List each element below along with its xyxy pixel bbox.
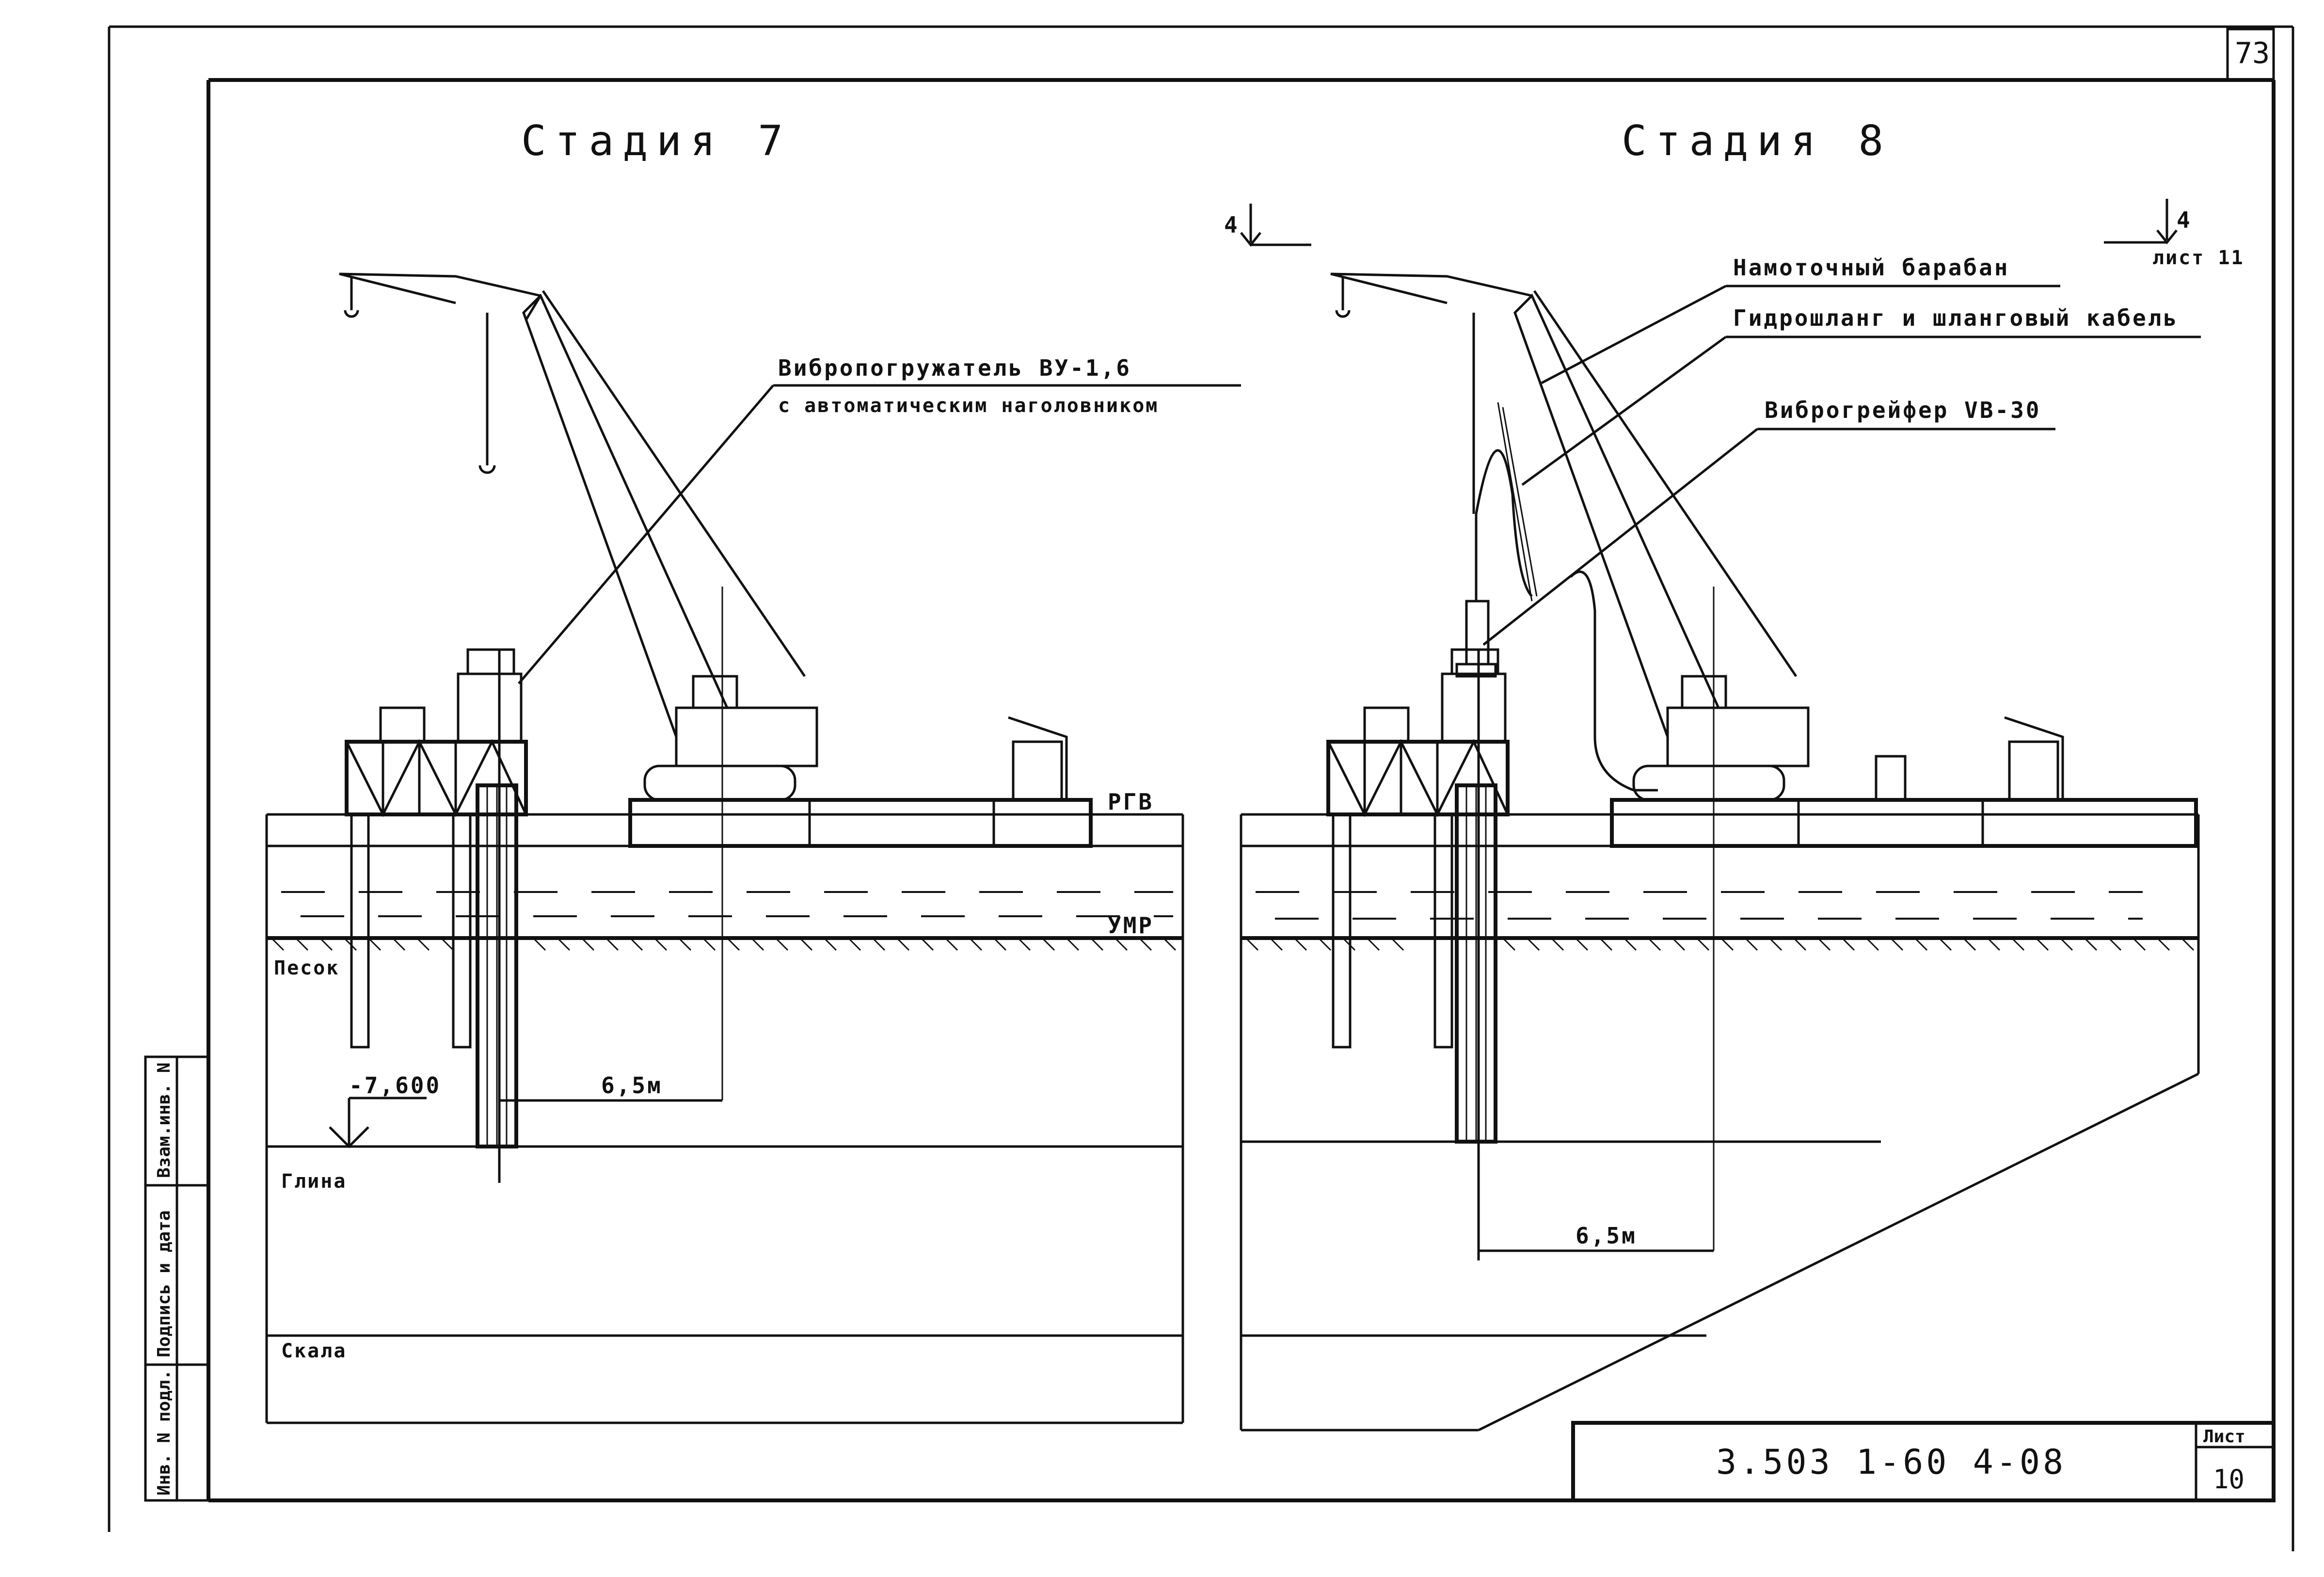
stage-7-radius-dimension: 6,5м: [499, 1072, 722, 1102]
stage-8-grab-callout: Виброгрейфер VB-30: [1482, 397, 2055, 646]
stage-8-radius: 6,5м: [1576, 1223, 1637, 1249]
stamp-podpis-data: Подпись и дата: [154, 1211, 174, 1357]
stage-7-vibrator-label-2: с автоматическим наголовником: [778, 395, 1159, 417]
stage-8-hose-callout: Гидрошланг и шланговый кабель: [1521, 305, 2201, 486]
sheet-frame: [108, 25, 2294, 1551]
section-mark-right-label: 4: [2177, 207, 2192, 233]
stage-8-platform: [1326, 648, 1510, 1260]
stamp-inv-podl: Инв. N подл.: [154, 1370, 174, 1496]
side-stamp: Инв. N подл. Подпись и дата Взам.инв. N: [144, 1055, 210, 1502]
sheet-number: 10: [2213, 1464, 2244, 1495]
page-number-box: 73: [2226, 28, 2275, 81]
stage-8-section-mark-right: 4 лист 11: [2104, 199, 2244, 269]
document-code: 3.503 1-60 4-08: [1716, 1442, 2066, 1482]
stage-8-heading: Стадия 8: [1622, 117, 1892, 165]
stage-7-rgv: РГВ: [1108, 789, 1154, 815]
stage-8-radius-dimension: 6,5м: [1479, 1223, 1714, 1252]
stage-7-crane: [339, 272, 1093, 1100]
stage-7-umr: УМР: [1108, 912, 1154, 939]
page-number: 73: [2235, 36, 2270, 70]
sheet-label: Лист: [2203, 1427, 2245, 1447]
stage-8-grab-label: Виброгрейфер VB-30: [1765, 397, 2041, 423]
stage-7-elevation-mark: -7,600: [329, 1072, 441, 1148]
stamp-vzam-inv: Взам.инв. N: [154, 1063, 174, 1178]
stage-7-clay: Глина: [281, 1170, 347, 1193]
stage-7-heading: Стадия 7: [521, 117, 792, 165]
stage-7: Стадия 7 РГВ УМР Песок Глина Скала -7,6: [265, 117, 1241, 1424]
stage-8: Стадия 8 4 4 лист 11: [1224, 117, 2244, 1432]
stage-7-vibrator-label-1: Вибропогружатель ВУ-1,6: [778, 355, 1131, 381]
stage-7-radius: 6,5м: [601, 1072, 663, 1099]
stage-8-drum-label: Намоточный барабан: [1733, 255, 2010, 281]
stage-7-sand: Песок: [274, 957, 339, 979]
title-block: 3.503 1-60 4-08 Лист 10: [1571, 1421, 2276, 1502]
stage-8-crane: [1330, 272, 2198, 1251]
section-mark-left-label: 4: [1224, 212, 1240, 238]
stage-7-rock: Скала: [281, 1340, 347, 1362]
stage-7-elevation: -7,600: [349, 1072, 441, 1099]
stage-7-soil-section: РГВ УМР Песок Глина Скала: [265, 789, 1184, 1424]
stage-7-platform: [345, 648, 528, 1183]
section-sheet-ref: лист 11: [2152, 247, 2244, 269]
stage-8-section-mark-left: 4: [1224, 204, 1311, 247]
stage-8-soil-section: [1240, 813, 2200, 1432]
stage-8-drum-callout: Намоточный барабан: [1541, 255, 2060, 384]
stage-8-hose-label: Гидрошланг и шланговый кабель: [1733, 305, 2179, 331]
stage-7-vibrator-callout: Вибропогружатель ВУ-1,6 с автоматическим…: [518, 355, 1241, 685]
